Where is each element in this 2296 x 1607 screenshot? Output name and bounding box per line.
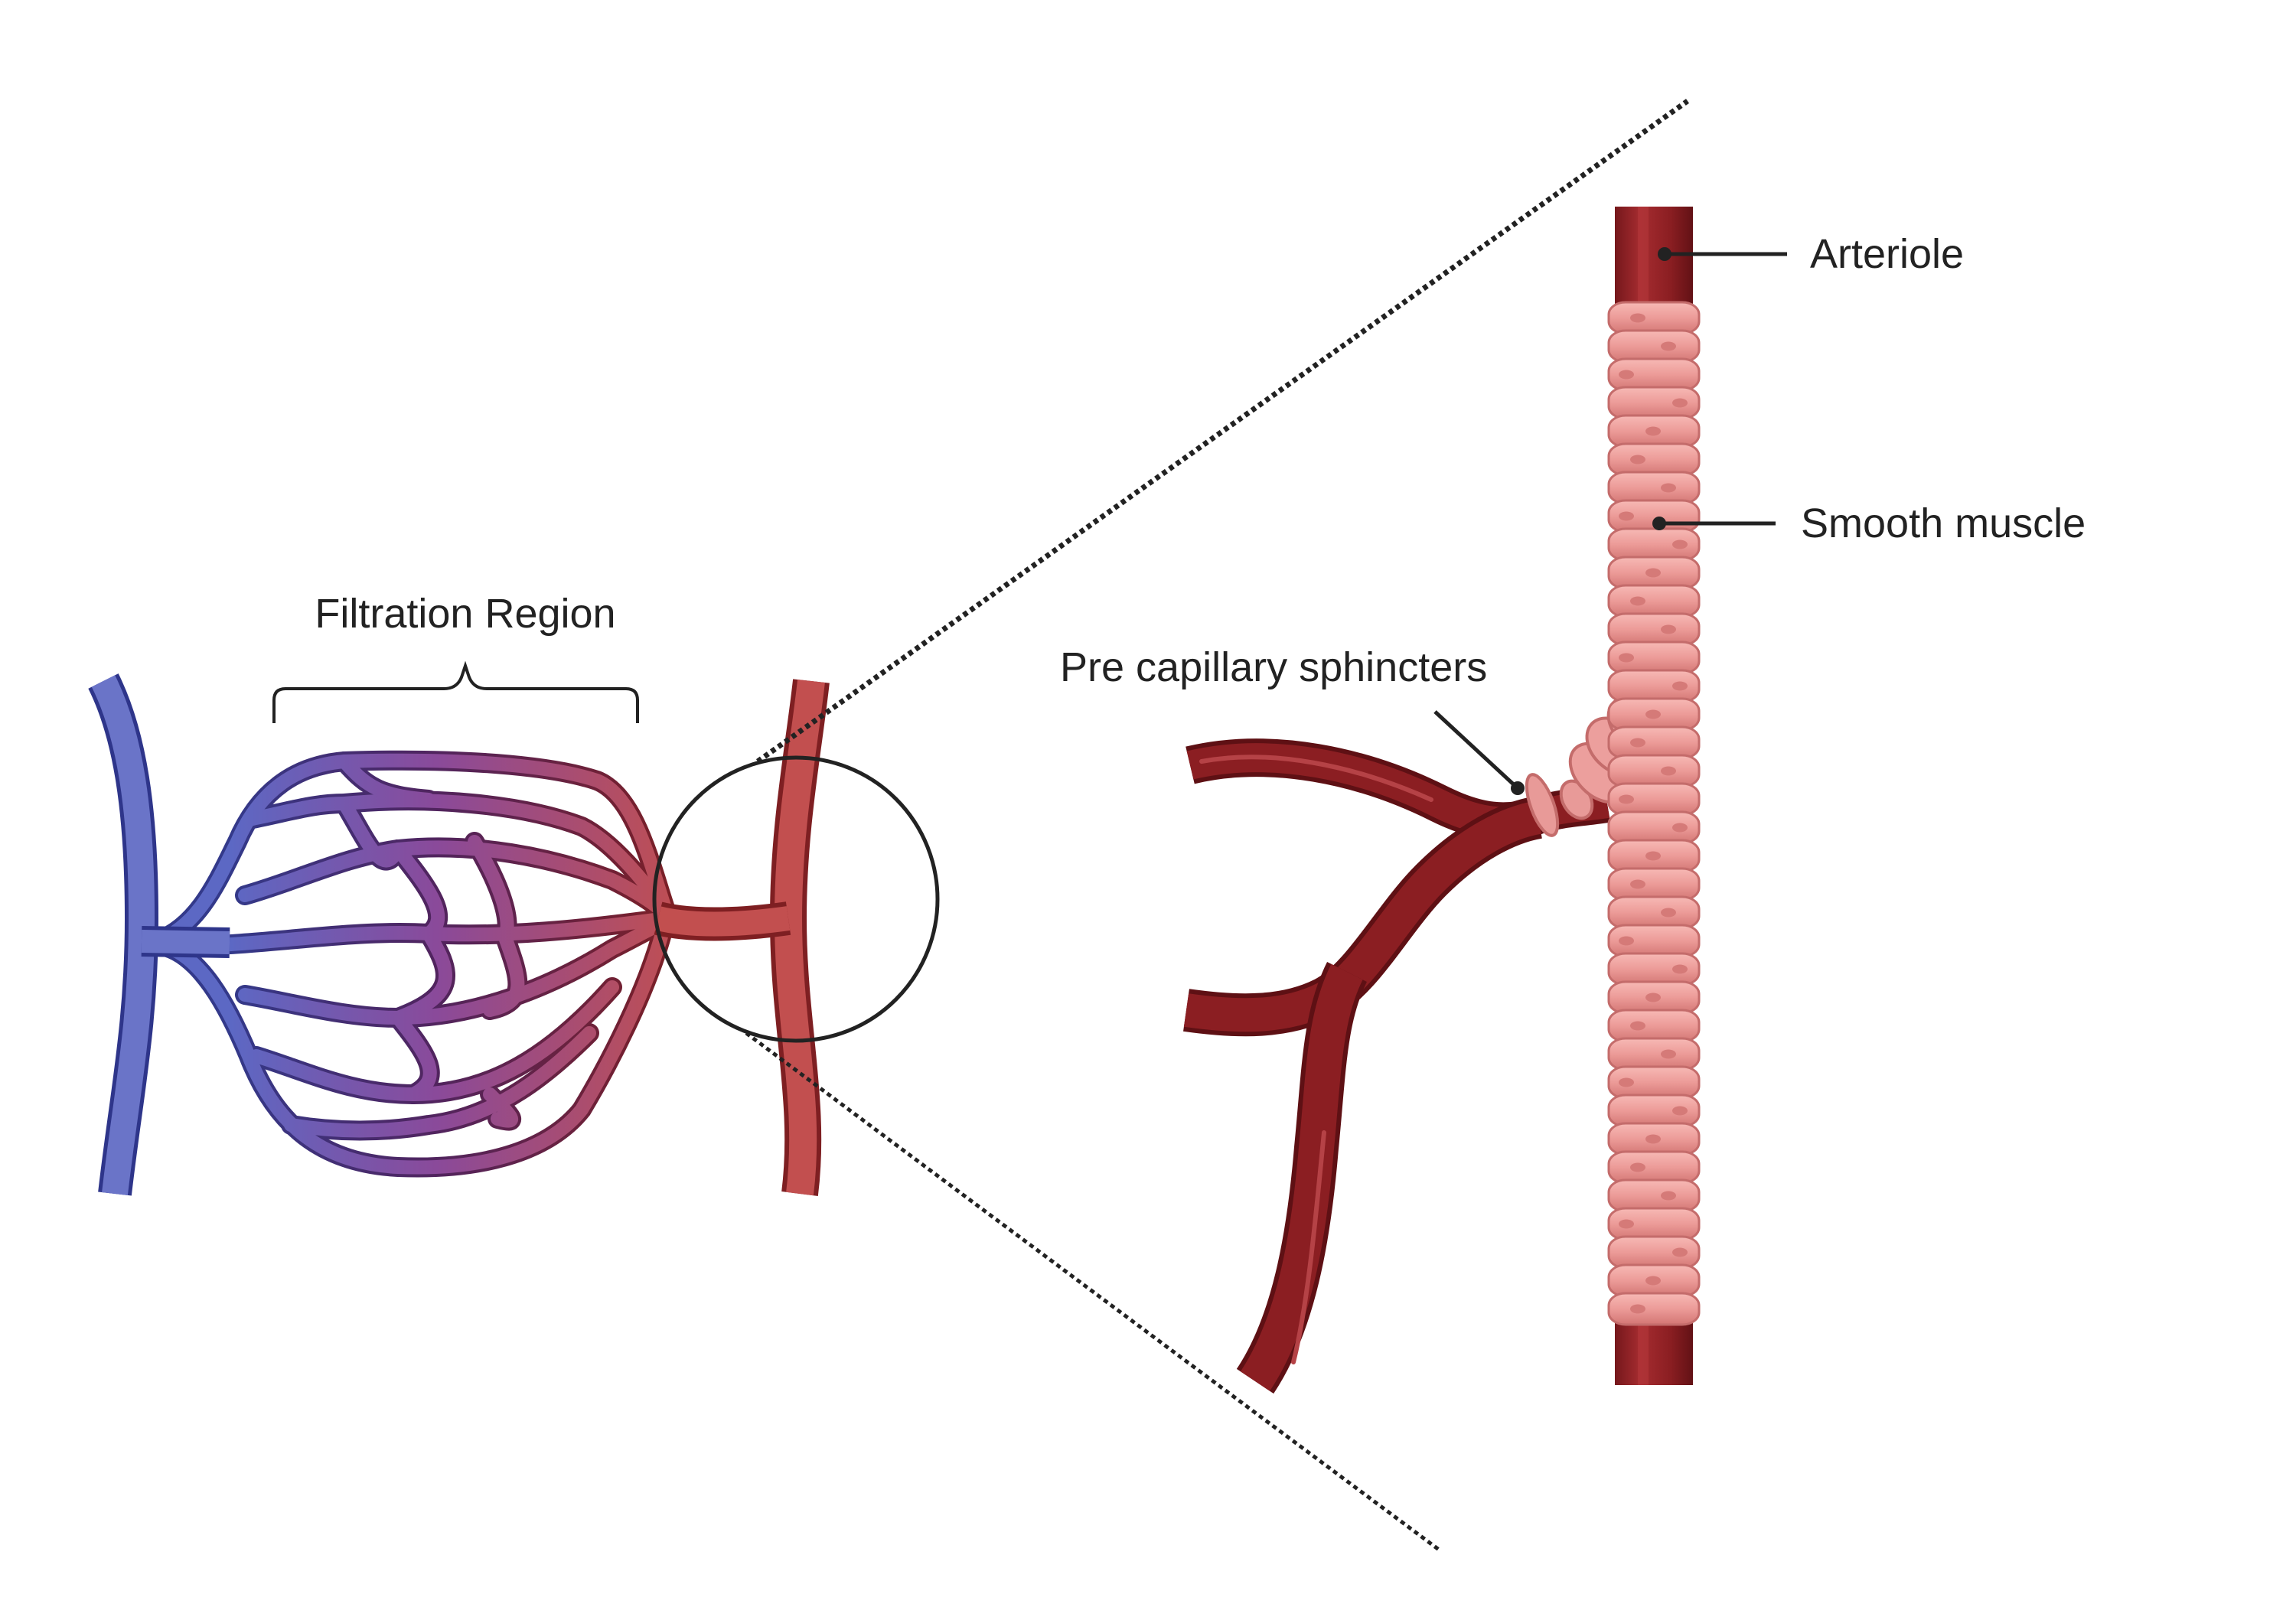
smooth-muscle-ring	[1607, 301, 1701, 335]
smooth-muscle-ring	[1607, 867, 1701, 901]
smooth-muscle-nucleus	[1630, 596, 1645, 606]
magnifier-circle	[652, 755, 940, 1043]
smooth-muscle-nucleus	[1645, 1276, 1661, 1286]
smooth-muscle-callout: Smooth muscle	[1652, 500, 2086, 546]
smooth-muscle-ring	[1607, 1009, 1701, 1043]
zoomed-view: Arteriole Smooth muscle Pre capillary sp…	[1060, 207, 2086, 1394]
smooth-muscle-ring	[1607, 1037, 1701, 1071]
smooth-muscle-nucleus	[1619, 653, 1634, 663]
smooth-muscle-nucleus	[1672, 823, 1688, 833]
smooth-muscle-ring	[1607, 725, 1701, 760]
arteriole-label: Arteriole	[1810, 231, 1964, 277]
smooth-muscle-nucleus	[1672, 1106, 1688, 1116]
smooth-muscle-label: Smooth muscle	[1801, 500, 2086, 546]
smooth-muscle-nucleus	[1645, 851, 1661, 861]
smooth-muscle-ring	[1607, 1178, 1701, 1213]
smooth-muscle-ring	[1607, 612, 1701, 647]
smooth-muscle-nucleus	[1619, 1219, 1634, 1229]
pre-capillary-sphincters-callout: Pre capillary sphincters	[1060, 644, 1525, 795]
zoom-line-bottom	[745, 1031, 1440, 1552]
smooth-muscle-nucleus	[1661, 1191, 1676, 1201]
smooth-muscle-nucleus	[1661, 624, 1676, 634]
smooth-muscle-ring	[1607, 754, 1701, 788]
smooth-muscle-nucleus	[1661, 483, 1676, 493]
smooth-muscle-nucleus	[1630, 1304, 1645, 1314]
smooth-muscle-nucleus	[1630, 1021, 1645, 1031]
smooth-muscle-nucleus	[1661, 766, 1676, 776]
smooth-muscle-nucleus	[1619, 511, 1634, 521]
filtration-region-label: Filtration Region	[315, 591, 615, 637]
smooth-muscle-nucleus	[1645, 1134, 1661, 1144]
arteriole-callout: Arteriole	[1658, 231, 1964, 277]
filtration-region-bracket	[272, 660, 639, 723]
smooth-muscle-nucleus	[1619, 936, 1634, 946]
metarteriole	[654, 679, 830, 1196]
smooth-muscle-ring	[1607, 329, 1701, 363]
smooth-muscle-ring	[1607, 895, 1701, 930]
smooth-muscle-nucleus	[1630, 879, 1645, 889]
smooth-muscle-nucleus	[1645, 709, 1661, 719]
capillary-branches	[1183, 738, 1611, 1394]
smooth-muscle-nucleus	[1661, 908, 1676, 918]
smooth-muscle-nucleus	[1645, 568, 1661, 578]
smooth-muscle-nucleus	[1619, 370, 1634, 380]
smooth-muscle-nucleus	[1630, 738, 1645, 748]
smooth-muscle-nucleus	[1672, 681, 1688, 691]
capillary-bed: Filtration Region	[88, 591, 830, 1196]
smooth-muscle-nucleus	[1672, 1247, 1688, 1257]
smooth-muscle-nucleus	[1619, 1077, 1634, 1087]
smooth-muscle-nucleus	[1661, 341, 1676, 351]
smooth-muscle-nucleus	[1645, 426, 1661, 436]
smooth-muscle-nucleus	[1630, 1162, 1645, 1172]
venule	[88, 673, 230, 1196]
smooth-muscle-nucleus	[1672, 398, 1688, 408]
smooth-muscle-ring	[1607, 584, 1701, 618]
smooth-muscle-ring	[1607, 1292, 1701, 1326]
smooth-muscle-nucleus	[1672, 539, 1688, 549]
smooth-muscle-ring	[1607, 442, 1701, 477]
smooth-muscle-ring	[1607, 1150, 1701, 1185]
smooth-muscle-nucleus	[1630, 455, 1645, 464]
smooth-muscle-nucleus	[1645, 993, 1661, 1002]
smooth-muscle-nucleus	[1619, 794, 1634, 804]
pre-capillary-sphincters-label: Pre capillary sphincters	[1060, 644, 1487, 690]
smooth-muscle-ring	[1607, 471, 1701, 505]
smooth-muscle-nucleus	[1661, 1049, 1676, 1059]
capillary-network	[150, 753, 673, 1175]
smooth-muscle-sleeve	[1607, 301, 1701, 1326]
magnifier	[652, 99, 1690, 1552]
smooth-muscle-nucleus	[1630, 313, 1645, 323]
smooth-muscle-nucleus	[1672, 964, 1688, 974]
